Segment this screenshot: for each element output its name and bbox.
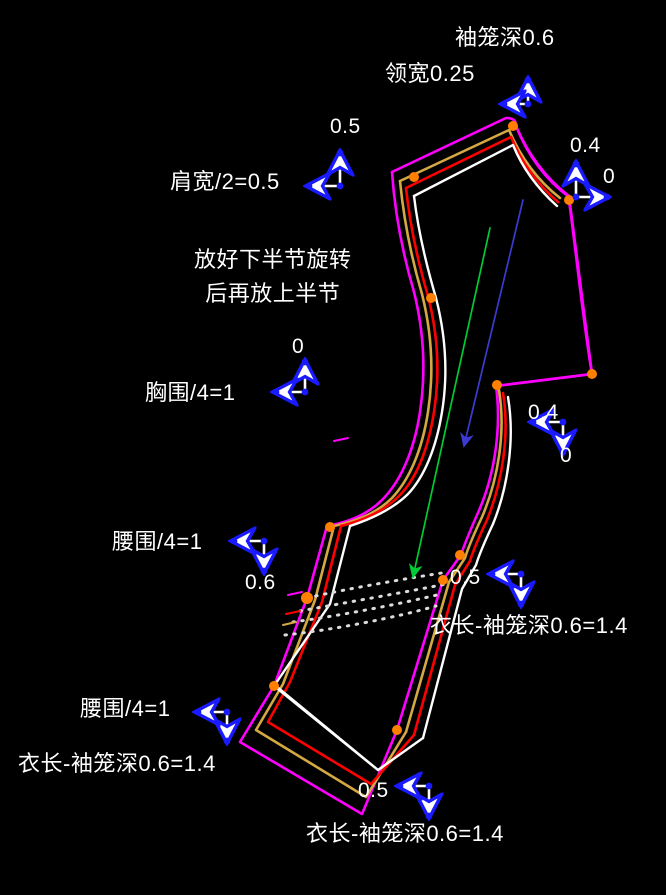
leader-side-mid: [530, 419, 567, 456]
side-seam-right: [494, 198, 594, 388]
notch-tick-red: [285, 610, 301, 615]
vertex-dot-shoulder: [409, 172, 419, 182]
dotted-guide-3: [291, 592, 443, 624]
vertex-dot-seam-right: [438, 575, 448, 585]
annotation-sleeve-depth-top: 袖笼深0.6: [455, 25, 555, 50]
annotation-waist-quarter-2: 腰围/4=1: [80, 696, 171, 721]
neckline-curve: [514, 124, 571, 199]
waist-notch-ticks: [282, 437, 349, 626]
leader-hem-bottom: [397, 783, 433, 820]
leader-right-top: [573, 161, 611, 201]
leader-bust: [273, 359, 309, 396]
annotation-hem-bottom-05-value: 0.5: [358, 779, 389, 802]
annotation-bust-quarter: 胸围/4=1: [145, 380, 236, 405]
vertex-dot-waist-left: [325, 522, 335, 532]
annotation-shoulder-up-value: 0.5: [330, 115, 361, 138]
annotation-neck-width: 领宽0.25: [385, 61, 475, 86]
bodice-lower-right-outlines: [395, 384, 512, 740]
outline-third-left-upper: [339, 186, 439, 528]
bodice-upper-outlines: [325, 116, 594, 528]
annotation-length-minus-depth-2: 衣长-袖笼深0.6=1.4: [18, 751, 216, 776]
outline-second-left-upper: [332, 179, 433, 528]
vertex-dot-side-corner: [492, 380, 502, 390]
left-lower-third: [266, 524, 416, 786]
annotation-waist-06-value: 0.6: [245, 571, 276, 594]
rotation-note-line-2: 后再放上半节: [205, 281, 341, 307]
vertex-dot-waist-notch: [301, 592, 313, 604]
blue-grainline-arrow: [460, 199, 524, 448]
dotted-guide-1: [305, 570, 450, 600]
annotation-shoulder-half: 肩宽/2=0.5: [170, 169, 280, 194]
notch-tick-magenta: [287, 591, 303, 596]
leader-waist-lower: [195, 709, 231, 745]
annotation-side-zero-value: 0: [560, 444, 573, 467]
rotation-note-line-1: 放好下半节旋转: [194, 247, 352, 272]
outline-outer-left-upper: [325, 170, 425, 528]
annotation-right-up-value: 0.4: [570, 134, 601, 157]
leader-shoulder-width: [306, 150, 344, 190]
left-lower-second: [254, 524, 408, 799]
vertex-dot-neck-side: [564, 195, 574, 205]
annotation-length-minus-depth-1: 衣长-袖笼深0.6=1.4: [430, 613, 628, 638]
annotation-right-zero-value: 0: [603, 165, 616, 188]
notch-tick-gold: [282, 621, 297, 626]
vertex-dot-neck-top: [508, 121, 518, 131]
outline-inner-upper: [412, 143, 559, 208]
right-lower-second: [404, 388, 503, 734]
vertex-dot-bust-left: [426, 293, 436, 303]
annotation-length-minus-depth-3: 衣长-袖笼深0.6=1.4: [306, 821, 504, 846]
right-lower-outer: [395, 384, 500, 732]
notch-tick-upper: [333, 437, 349, 442]
dotted-guide-4: [283, 604, 438, 637]
armhole-side-outer: [494, 198, 594, 388]
annotation-bust-zero-value: 0: [292, 335, 305, 358]
outline-second-upper: [398, 128, 562, 200]
right-lower-third: [412, 391, 507, 737]
vertex-dot-underarm: [587, 369, 597, 379]
left-lower-inner-hem: [272, 684, 380, 772]
annotation-side-left-value: 0.4: [528, 401, 559, 424]
leader-waist-upper: [231, 538, 268, 575]
annotation-rotation-note: 放好下半节旋转 后再放上半节: [194, 243, 352, 311]
right-lower-inner: [421, 395, 512, 740]
outline-inner-left-upper: [348, 194, 447, 528]
vertex-dot-hem-right: [392, 725, 402, 735]
leader-neck-width: [501, 77, 532, 108]
vertex-dot-hem-left: [269, 681, 279, 691]
leader-hem-right: [489, 571, 525, 608]
vertex-dots: [269, 121, 597, 735]
neckline-outer: [514, 124, 571, 199]
left-lower-outer: [238, 524, 399, 816]
annotation-waist-quarter-1: 腰围/4=1: [112, 529, 203, 554]
annotation-hem-right-05-value: 0.5: [450, 566, 481, 589]
dimension-leaders: [195, 77, 611, 820]
grainline-guides: [408, 199, 524, 579]
green-grainline-arrow: [408, 227, 491, 579]
vertex-dot-waist-right: [455, 550, 465, 560]
waist-dotted-guides: [283, 570, 450, 637]
outline-third-upper: [404, 135, 560, 204]
